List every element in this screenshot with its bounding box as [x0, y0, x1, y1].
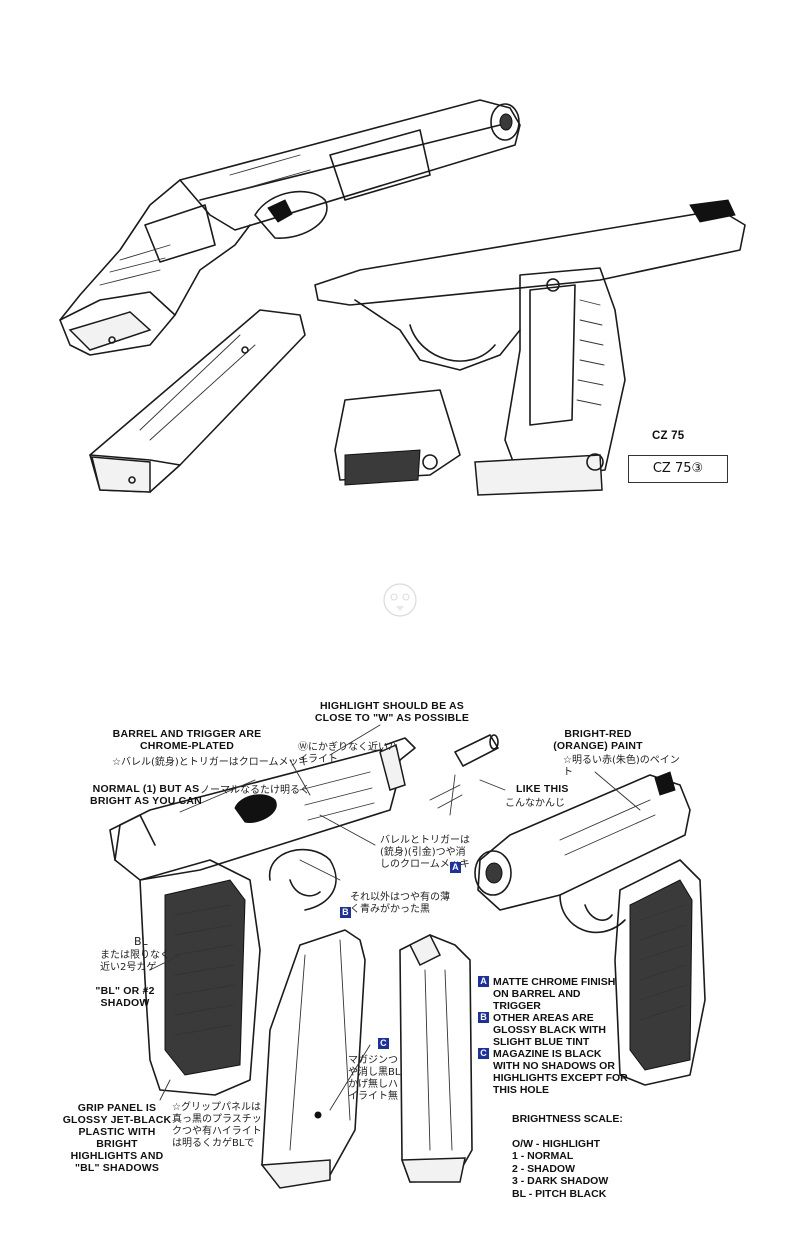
annotation-bright-red-jp: ☆明るい赤(朱色)のペイント	[563, 755, 680, 778]
annotation-normal: NORMAL (1) BUT AS BRIGHT AS YOU CAN	[90, 783, 202, 808]
legend-tag-c: C	[478, 1048, 489, 1059]
brightness-scale-item: BL - PITCH BLACK	[512, 1187, 607, 1200]
highlight-example	[429, 734, 499, 816]
brightness-scale-item: 3 - DARK SHADOW	[512, 1175, 609, 1188]
watermark-owl	[383, 583, 417, 617]
legend-item-c: C MAGAZINE IS BLACK WITH NO SHADOWS OR HI…	[478, 1048, 628, 1096]
pistol-sketch-top-left	[59, 99, 521, 356]
inline-tag-b: B	[340, 907, 355, 919]
tag-c: C	[378, 1038, 389, 1049]
pistol-sketch-bottom-left	[109, 737, 416, 1096]
inline-tag-a: A	[450, 862, 465, 874]
brightness-scale-item: O/W - HIGHLIGHT	[512, 1137, 601, 1150]
annotation-barrel-trigger-jp: ☆バレル(銃身)とトリガーはクロームメッキ	[112, 757, 309, 768]
leader-lines	[149, 724, 641, 1111]
pistol-sketch-bottom-right	[474, 771, 706, 1086]
annotation-bl-jp: または限りなく近い2号カゲ	[100, 950, 170, 973]
annotation-bl-shadow: "BL" OR #2 SHADOW	[95, 985, 155, 1010]
magazine-sketch-top	[89, 309, 306, 493]
annotation-highlight: HIGHLIGHT SHOULD BE AS CLOSE TO "W" AS P…	[314, 700, 470, 725]
model-stamp: CZ 75③	[628, 455, 728, 483]
annotation-bl: BL	[134, 935, 148, 948]
legend-item-a: A MATTE CHROME FINISH ON BARREL AND TRIGG…	[478, 976, 628, 1012]
annotation-barrel-trigger: BARREL AND TRIGGER ARE CHROME-PLATED	[112, 728, 262, 753]
brightness-scale-item: 1 - NORMAL	[512, 1150, 574, 1163]
brightness-scale: BRIGHTNESS SCALE: O/W - HIGHLIGHT 1 - NO…	[512, 1113, 623, 1201]
legend-text-b: OTHER AREAS ARE GLOSSY BLACK WITH SLIGHT…	[493, 1012, 606, 1049]
annotation-grip-jp: ☆グリップパネルは真っ黒のプラスチックつや有ハイライトは明るくカゲBLで	[172, 1102, 262, 1149]
annotation-like-this: LIKE THIS	[516, 783, 569, 795]
brightness-scale-item: 2 - SHADOW	[512, 1162, 575, 1175]
legend-tag-b: B	[478, 1012, 489, 1023]
legend-text-c: MAGAZINE IS BLACK WITH NO SHADOWS OR HIG…	[493, 1048, 628, 1097]
annotation-barrel-trigger-jp2: バレルとトリガーは(銃身)(引金)つや消しのクロームメッキ	[380, 835, 470, 870]
annotation-magazine-jp: マガジンつや消し黒BLかげ無しハイライト無	[348, 1055, 401, 1102]
annotation-grip-panel: GRIP PANEL IS GLOSSY JET-BLACK PLASTIC W…	[62, 1102, 172, 1175]
annotation-highlight-jp: Ⓦにかぎりなく近いハイライト	[298, 742, 398, 765]
tag-b: B	[340, 907, 351, 918]
legend-text-a: MATTE CHROME FINISH ON BARREL AND TRIGGE…	[493, 976, 616, 1013]
magazine-sketch-bottom-1	[260, 929, 366, 1189]
annotation-like-this-jp: こんなかんじ	[505, 798, 565, 809]
legend-tag-a: A	[478, 976, 489, 987]
legend-item-b: B OTHER AREAS ARE GLOSSY BLACK WITH SLIGH…	[478, 1012, 628, 1048]
pistol-sketch-top-right	[314, 199, 746, 496]
magazine-sketch-bottom-2	[399, 933, 473, 1183]
model-title: CZ 75	[652, 430, 685, 442]
brightness-scale-title: BRIGHTNESS SCALE:	[512, 1113, 623, 1125]
annotation-other-jp: それ以外はつや有の薄く青みがかった黒	[350, 892, 450, 915]
tag-a: A	[450, 862, 461, 873]
inline-tag-c: C	[378, 1038, 393, 1050]
annotation-normal-jp: ノーマルなるたけ明るく	[200, 785, 310, 796]
annotation-bright-red: BRIGHT-RED (ORANGE) PAINT	[553, 728, 643, 753]
